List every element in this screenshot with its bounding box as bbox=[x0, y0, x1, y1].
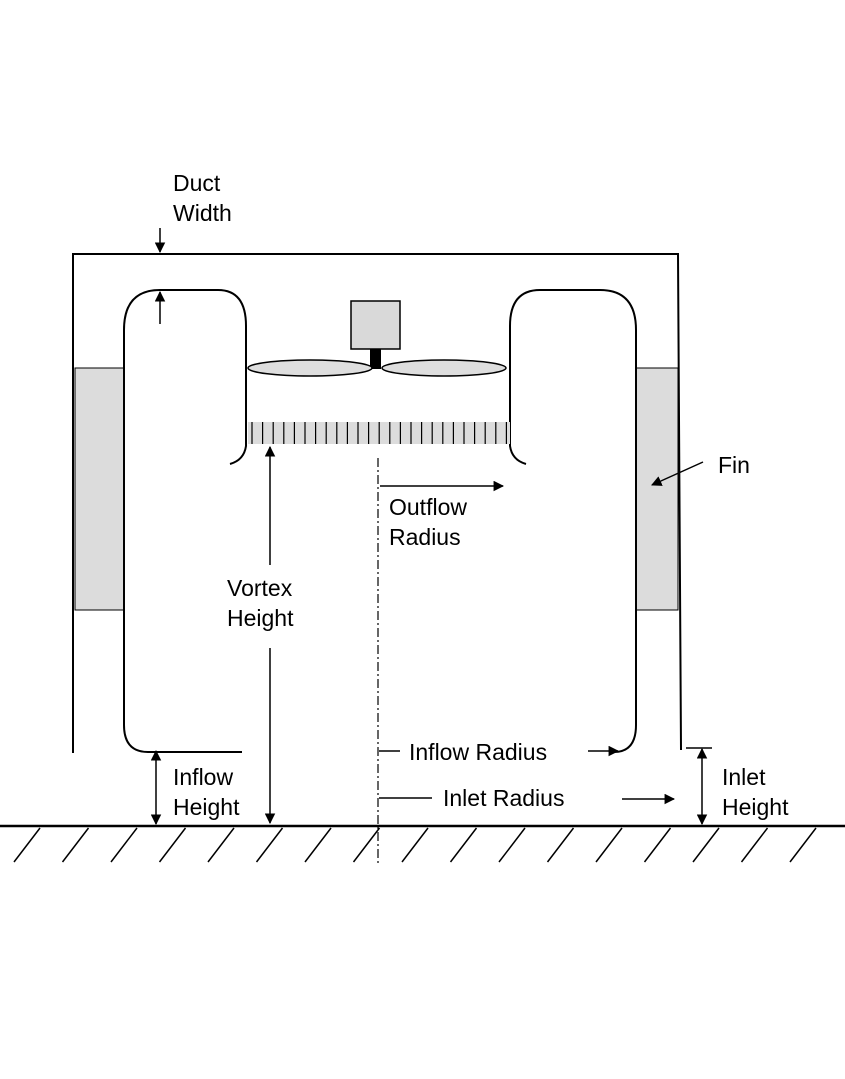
inner-duct-wall-left-lip bbox=[229, 423, 247, 465]
fan-motor bbox=[350, 300, 401, 350]
ground-hatching bbox=[13, 827, 817, 863]
inner-duct-wall-left bbox=[123, 289, 247, 753]
flow-straightener-vanes bbox=[251, 422, 507, 444]
ground-hatch-line bbox=[449, 827, 478, 863]
ground-hatch-line bbox=[158, 827, 187, 863]
ground-hatch-line bbox=[740, 827, 769, 863]
ground-hatch-line bbox=[546, 827, 575, 863]
fan-blade-left bbox=[247, 359, 373, 377]
fin-pointer-arrow bbox=[651, 461, 704, 486]
ground-hatch-line bbox=[255, 827, 284, 863]
outer-duct-wall bbox=[72, 253, 682, 753]
ground-hatch-line bbox=[110, 827, 138, 863]
ground-hatch-line bbox=[207, 827, 235, 863]
ground-hatch-line bbox=[304, 827, 332, 863]
vortex-height-label: Vortex Height bbox=[227, 575, 299, 631]
inflow-height-label: Inflow Height bbox=[173, 764, 240, 820]
fin-left bbox=[74, 367, 125, 611]
inner-duct-wall-right-lip bbox=[509, 423, 527, 465]
fin-label: Fin bbox=[718, 452, 750, 478]
ground-hatch-line bbox=[61, 827, 90, 863]
ground-hatch-line bbox=[595, 827, 623, 863]
ground-hatch-line bbox=[352, 827, 381, 863]
ground-hatch-line bbox=[498, 827, 526, 863]
inner-duct-wall-right bbox=[509, 289, 637, 753]
inflow-radius-label: Inflow Radius bbox=[409, 739, 547, 765]
inlet-height-label: Inlet Height bbox=[722, 764, 789, 820]
duct-width-label: Duct Width bbox=[173, 170, 232, 226]
fan-shaft bbox=[370, 349, 381, 369]
outflow-radius-label: Outflow Radius bbox=[389, 494, 473, 550]
ground-hatch-line bbox=[643, 827, 672, 863]
fan-blade-right bbox=[381, 359, 507, 377]
ground-hatch-line bbox=[692, 827, 720, 863]
inlet-radius-label: Inlet Radius bbox=[443, 785, 564, 811]
fin-right bbox=[635, 367, 679, 611]
ground-hatch-line bbox=[13, 827, 41, 863]
ground-hatch-line bbox=[789, 827, 817, 863]
ground-hatch-line bbox=[401, 827, 429, 863]
